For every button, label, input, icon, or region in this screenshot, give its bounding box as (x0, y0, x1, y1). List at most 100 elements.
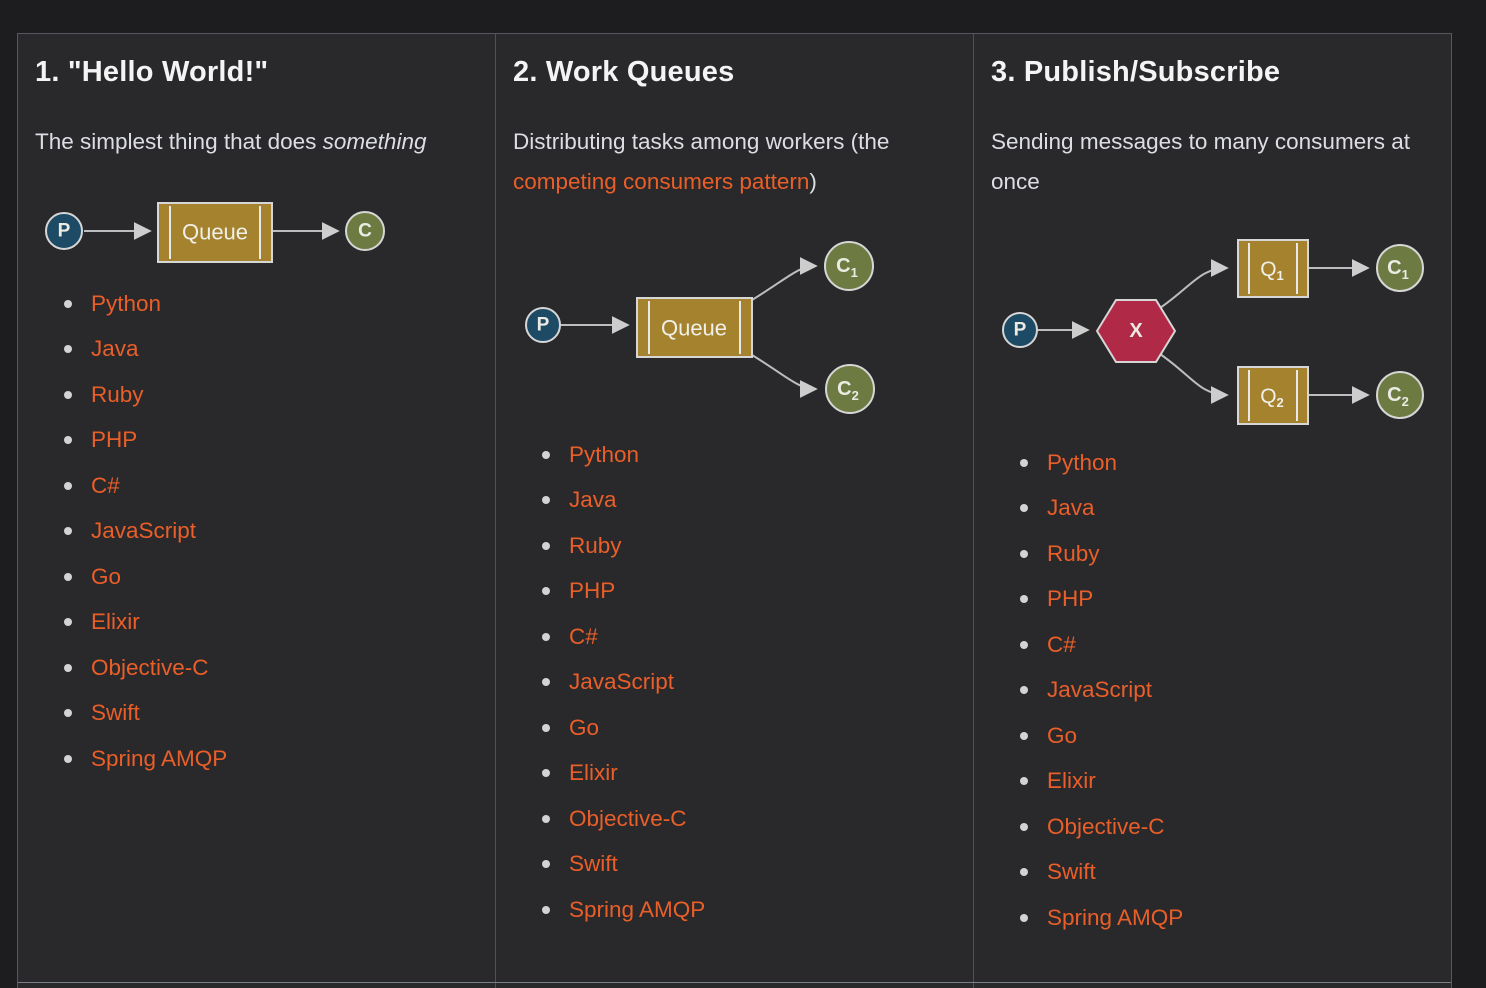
list-item: Spring AMQP (64, 736, 227, 782)
language-link[interactable]: C# (1047, 631, 1076, 657)
language-link[interactable]: JavaScript (569, 669, 675, 695)
work-queues-diagram: P Queue C1 C2 (525, 241, 875, 414)
arrow-curve-down (1159, 353, 1229, 404)
tutorials-grid: 1. "Hello World!" The simplest thing tha… (17, 33, 1452, 988)
producer-label: P (537, 315, 550, 336)
subtitle-text: Distributing tasks among workers (the (513, 129, 890, 154)
queue-1-node: Q1 (1237, 239, 1309, 298)
consumer-1-label: C1 (1387, 257, 1409, 282)
exchange-label: X (1129, 320, 1143, 342)
language-link[interactable]: Python (1047, 449, 1118, 475)
language-list: Python Java Ruby PHP C# JavaScript Go El… (542, 432, 705, 933)
language-link[interactable]: Objective-C (1047, 813, 1165, 839)
language-list: Python Java Ruby PHP C# JavaScript Go El… (64, 281, 227, 782)
list-item: Ruby (64, 372, 227, 418)
competing-consumers-link[interactable]: competing consumers pattern (513, 169, 810, 194)
language-link[interactable]: Python (569, 441, 640, 467)
language-link[interactable]: Ruby (1047, 540, 1100, 566)
language-link[interactable]: PHP (91, 427, 138, 453)
hello-world-diagram: P Queue C (45, 202, 385, 263)
consumer-2-label: C2 (837, 378, 859, 403)
list-item: Python (1020, 440, 1183, 486)
tutorial-title: 1. "Hello World!" (35, 56, 269, 88)
tutorial-subtitle: Distributing tasks among workers (the co… (513, 122, 963, 202)
list-item: Go (1020, 713, 1183, 759)
language-link[interactable]: JavaScript (1047, 677, 1153, 703)
queue-2-label: Q2 (1260, 385, 1284, 410)
language-link[interactable]: Spring AMQP (569, 896, 706, 922)
arrow-curve-up (1159, 259, 1229, 309)
subtitle-text: The simplest thing that does (35, 129, 323, 154)
producer-node (45, 212, 83, 250)
language-link[interactable]: Elixir (569, 760, 618, 786)
list-item: C# (64, 463, 227, 509)
language-link[interactable]: Go (91, 563, 122, 589)
consumer-2-node (825, 364, 875, 414)
tutorial-subtitle: Sending messages to many consumers at on… (991, 122, 1441, 202)
consumer-2-node (1376, 371, 1424, 419)
queue-1-label: Q1 (1260, 258, 1284, 283)
producer-label: P (1014, 320, 1027, 341)
language-link[interactable]: Spring AMQP (91, 745, 228, 771)
language-link[interactable]: JavaScript (91, 518, 197, 544)
arrow-curve-down (751, 354, 818, 398)
arrow-curve-up (751, 257, 818, 301)
list-item: Spring AMQP (542, 887, 705, 933)
list-item: Ruby (1020, 531, 1183, 577)
tutorial-card-work-queues: 2. Work Queues Distributing tasks among … (496, 34, 974, 988)
list-item: Swift (1020, 850, 1183, 896)
subtitle-emphasis: something (322, 129, 427, 154)
language-link[interactable]: Swift (1047, 859, 1096, 885)
language-link[interactable]: Ruby (91, 381, 144, 407)
list-item: Ruby (542, 523, 705, 569)
language-link[interactable]: Objective-C (91, 654, 209, 680)
list-item: Objective-C (542, 796, 705, 842)
consumer-node (345, 211, 385, 251)
list-item: Java (1020, 486, 1183, 532)
queue-2-node: Q2 (1237, 366, 1309, 425)
language-link[interactable]: Java (91, 336, 139, 362)
tutorial-title: 3. Publish/Subscribe (991, 56, 1281, 88)
list-item: Java (542, 478, 705, 524)
list-item: Python (542, 432, 705, 478)
producer-node (1002, 312, 1038, 348)
language-link[interactable]: C# (569, 623, 598, 649)
producer-node (525, 307, 561, 343)
language-link[interactable]: C# (91, 472, 120, 498)
list-item: Elixir (64, 600, 227, 646)
list-item: Go (542, 705, 705, 751)
list-item: JavaScript (542, 660, 705, 706)
list-item: Go (64, 554, 227, 600)
list-item: Python (64, 281, 227, 327)
list-item: JavaScript (1020, 668, 1183, 714)
language-link[interactable]: Elixir (1047, 768, 1096, 794)
language-link[interactable]: Java (1047, 495, 1095, 521)
language-link[interactable]: Ruby (569, 532, 622, 558)
queue-label: Queue (661, 316, 727, 341)
language-link[interactable]: Python (91, 290, 162, 316)
list-item: PHP (542, 569, 705, 615)
language-link[interactable]: PHP (569, 578, 616, 604)
list-item: JavaScript (64, 509, 227, 555)
consumer-label: C (358, 221, 372, 242)
language-link[interactable]: Swift (569, 851, 618, 877)
list-item: C# (542, 614, 705, 660)
language-link[interactable]: Swift (91, 700, 140, 726)
list-item: Swift (64, 691, 227, 737)
tutorial-title: 2. Work Queues (513, 56, 735, 88)
subtitle-text: Sending messages to many consumers at on… (991, 129, 1410, 194)
language-link[interactable]: Elixir (91, 609, 140, 635)
language-link[interactable]: PHP (1047, 586, 1094, 612)
language-link[interactable]: Java (569, 487, 617, 513)
tutorial-subtitle: The simplest thing that does something (35, 122, 485, 162)
language-link[interactable]: Go (569, 714, 600, 740)
tutorial-card-publish-subscribe: 3. Publish/Subscribe Sending messages to… (974, 34, 1452, 988)
list-item: Spring AMQP (1020, 895, 1183, 941)
consumer-1-label: C1 (836, 255, 858, 280)
row-divider (18, 982, 1451, 983)
language-link[interactable]: Go (1047, 722, 1078, 748)
queue-node: Queue (157, 202, 273, 263)
language-link[interactable]: Spring AMQP (1047, 904, 1184, 930)
language-link[interactable]: Objective-C (569, 805, 687, 831)
subtitle-text: ) (809, 169, 817, 194)
